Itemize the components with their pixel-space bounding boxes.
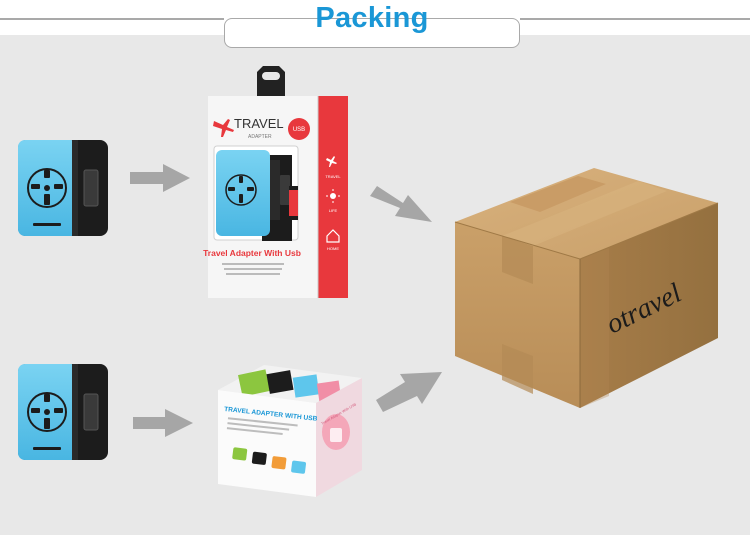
usb-badge: USB xyxy=(293,127,305,133)
page-title: Packing xyxy=(315,2,429,34)
retail-package: USB TRAVEL ADAPTER Travel Adapter With U… xyxy=(203,66,348,298)
arrow-icon-bottom-right xyxy=(376,372,442,412)
side-label-home: HOME xyxy=(327,246,339,251)
retail-product-title: Travel Adapter With Usb xyxy=(203,248,301,258)
title-rule-left xyxy=(0,18,224,20)
airplane-icon xyxy=(213,119,234,137)
sun-icon xyxy=(330,193,336,199)
travel-adapter-top xyxy=(18,140,108,236)
retail-brand: TRAVEL xyxy=(234,116,284,131)
arrow-icon-bottom-left xyxy=(133,409,193,437)
travel-adapter-bottom xyxy=(18,364,108,460)
retail-brand-sub: ADAPTER xyxy=(248,134,272,140)
title-rule-right xyxy=(520,18,750,20)
side-label-travel: TRAVEL xyxy=(325,174,341,179)
arrow-icon-top-right xyxy=(370,186,432,222)
side-label-life: LIFE xyxy=(329,208,338,213)
home-icon xyxy=(326,229,340,243)
shipping-carton: otravel xyxy=(454,168,719,408)
gift-box-package: TRAVEL ADAPTER WITH USB Travel Adapter W… xyxy=(218,365,362,497)
title-pill xyxy=(224,18,520,48)
travel-icon xyxy=(326,156,337,167)
arrow-icon-top-left xyxy=(130,164,190,192)
